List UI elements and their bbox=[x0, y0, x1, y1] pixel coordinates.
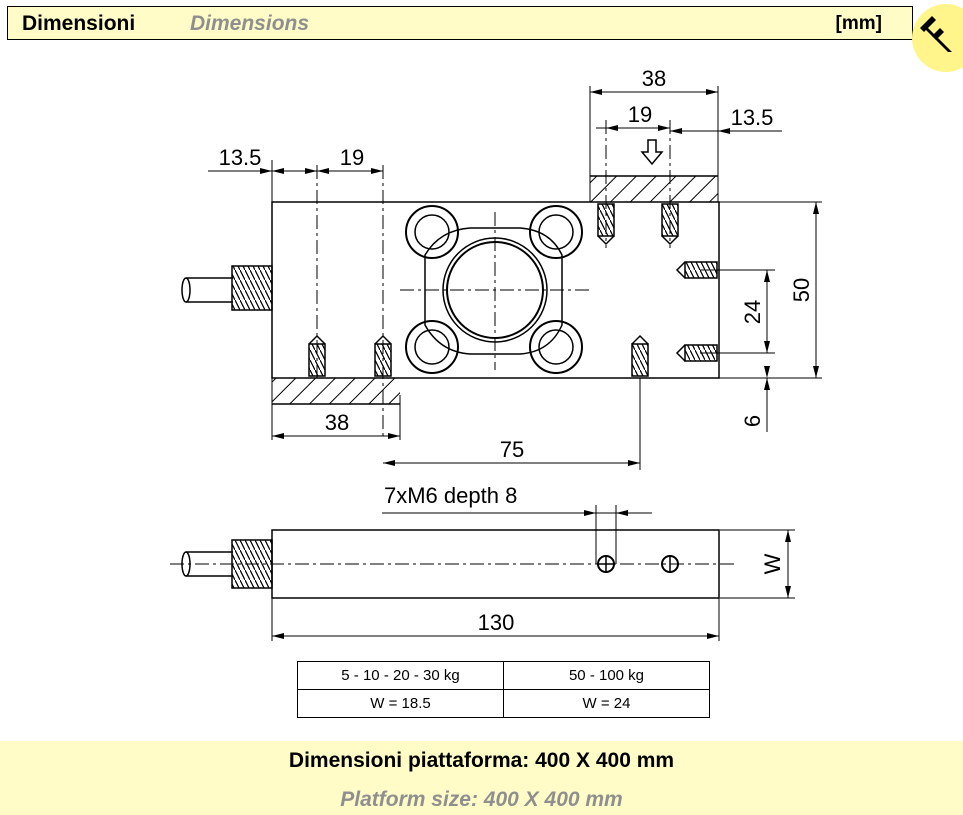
caliper-badge bbox=[912, 4, 963, 72]
capacity-table: 5 - 10 - 20 - 30 kg 50 - 100 kg W = 18.5… bbox=[297, 661, 710, 718]
dim-right-6: 6 bbox=[740, 415, 765, 427]
caliper-icon bbox=[920, 16, 952, 52]
title-italian: Dimensioni bbox=[22, 12, 136, 35]
table-value-cell: W = 18.5 bbox=[297, 689, 504, 718]
cable-gland bbox=[231, 265, 273, 311]
table-header-cell: 50 - 100 kg bbox=[503, 661, 710, 690]
dim-width-w: W bbox=[760, 553, 785, 574]
mounting-block-bottom bbox=[272, 378, 400, 404]
footer-bar: Dimensioni piattaforma: 400 X 400 mm Pla… bbox=[0, 741, 963, 815]
load-arrow-icon bbox=[640, 139, 664, 166]
dim-top-19: 19 bbox=[628, 102, 652, 127]
table-row: W = 18.5 W = 24 bbox=[297, 689, 710, 718]
table-value-cell: W = 24 bbox=[503, 689, 710, 718]
thread-hole bbox=[631, 334, 649, 377]
dim-top-13-5: 13.5 bbox=[731, 105, 774, 130]
platform-size-italian: Dimensioni piattaforma: 400 X 400 mm bbox=[288, 749, 675, 772]
dim-left-19: 19 bbox=[340, 145, 364, 170]
dim-left-13-5: 13.5 bbox=[219, 145, 262, 170]
platform-size-english: Platform size: 400 X 400 mm bbox=[340, 788, 623, 811]
table-row: 5 - 10 - 20 - 30 kg 50 - 100 kg bbox=[297, 661, 710, 690]
dim-length-130: 130 bbox=[478, 610, 515, 635]
unit-label: [mm] bbox=[835, 13, 882, 34]
table-header-cell: 5 - 10 - 20 - 30 kg bbox=[297, 661, 504, 690]
dim-bottom-75: 75 bbox=[500, 437, 524, 462]
header-bar: Dimensioni Dimensions [mm] bbox=[7, 6, 913, 40]
dim-bottom-38: 38 bbox=[325, 410, 349, 435]
mounting-block-top bbox=[590, 176, 718, 202]
holes-note: 7xM6 depth 8 bbox=[384, 483, 517, 508]
dim-right-24: 24 bbox=[740, 300, 765, 324]
dim-top-38: 38 bbox=[642, 66, 666, 91]
technical-drawing: 38 19 13.5 13.5 19 38 75 50 24 6 7xM6 de… bbox=[170, 66, 822, 641]
dim-right-50: 50 bbox=[789, 278, 814, 302]
title-english: Dimensions bbox=[190, 12, 310, 35]
